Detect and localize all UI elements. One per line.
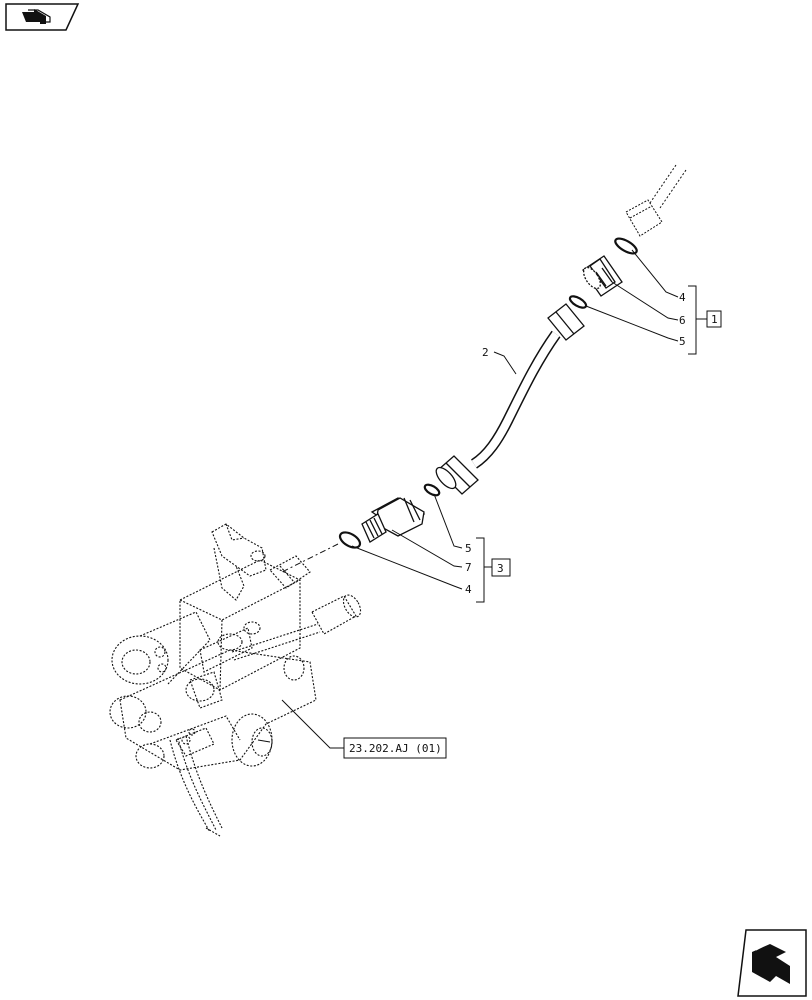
- kit-ref-bottom[interactable]: 3: [491, 558, 511, 577]
- control-valve-block: [109, 523, 362, 837]
- callout-o-ring-bottom: 4: [465, 583, 472, 596]
- callout-adapter-bottom: 7: [465, 561, 472, 574]
- callout-seal-bottom: 5: [465, 542, 472, 555]
- leader-lines: [281, 249, 679, 749]
- callout-o-ring-top: 4: [679, 291, 686, 304]
- cross-reference-link[interactable]: 23.202.AJ (01): [343, 737, 447, 759]
- adapter-top: [582, 255, 623, 297]
- cross-reference-label: 23.202.AJ (01): [349, 742, 442, 755]
- callout-adapter-top: 6: [679, 314, 686, 327]
- seal-bottom: [423, 483, 441, 497]
- seal-top: [568, 295, 588, 309]
- callout-seal-top: 5: [679, 335, 686, 348]
- kit-ref-bottom-label: 3: [497, 562, 504, 575]
- kit-ref-top-label: 1: [711, 313, 718, 326]
- previous-page-arrow-icon[interactable]: [5, 3, 80, 31]
- upstream-hose-continuation: [649, 164, 687, 209]
- adapter-bottom: [361, 497, 426, 543]
- callout-labels: 2 4 6 5 5 7 4: [465, 291, 686, 596]
- callout-hose: 2: [482, 346, 489, 359]
- o-ring-top: [614, 237, 638, 255]
- o-ring-bottom: [338, 531, 362, 549]
- kit-ref-top[interactable]: 1: [706, 310, 722, 328]
- hose-assembly: [435, 303, 585, 495]
- next-page-arrow-icon[interactable]: [737, 929, 807, 997]
- upstream-nut: [625, 199, 663, 237]
- alignment-line: [281, 543, 339, 573]
- group-brackets: [476, 285, 707, 603]
